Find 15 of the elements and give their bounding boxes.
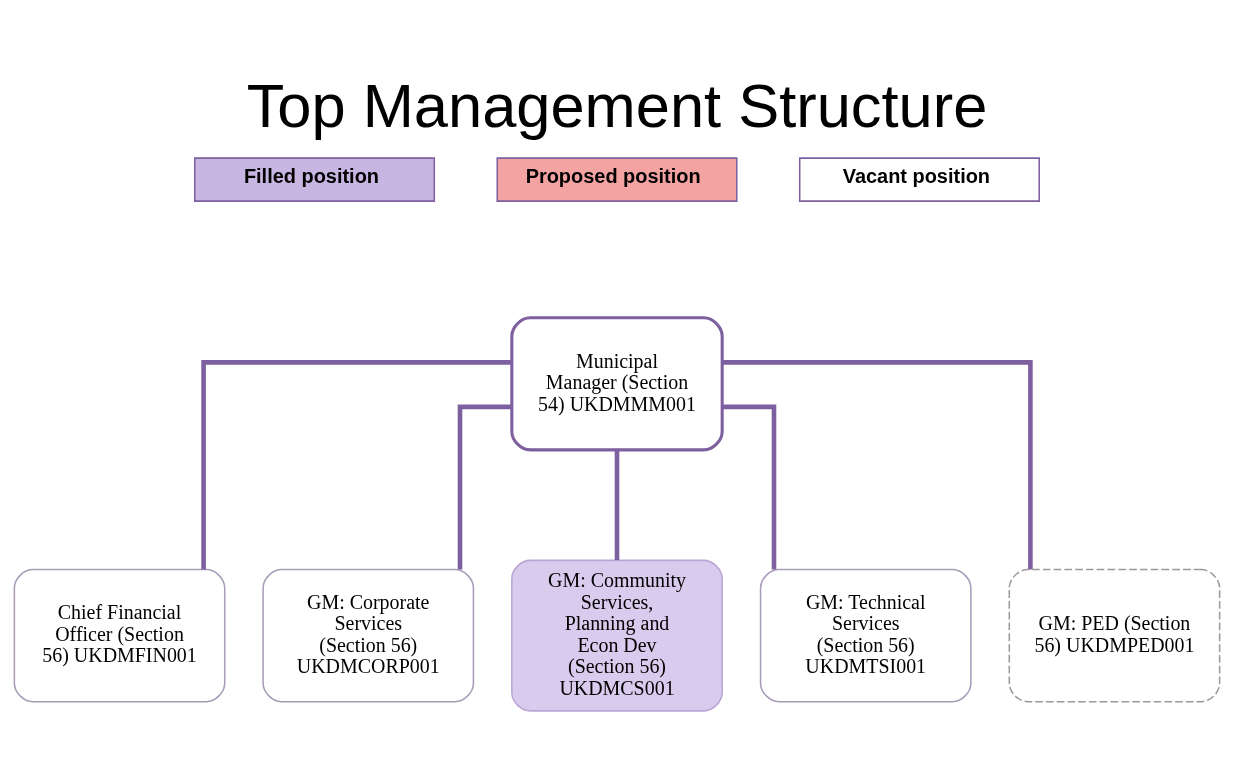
legend-label: Vacant position bbox=[842, 165, 991, 188]
legend-label: Filled position bbox=[243, 165, 380, 188]
connector bbox=[722, 404, 777, 570]
connector bbox=[457, 404, 512, 570]
connector bbox=[722, 360, 1033, 570]
connector bbox=[614, 450, 620, 561]
node-box: GM: Community Services, Planning and Econ Dev (Section 56) UKDMCS001 bbox=[511, 559, 723, 712]
diagram-title: Top Management Structure bbox=[246, 71, 988, 141]
node-box: Chief Financial Officer (Section 56) UKDMFIN001 bbox=[13, 568, 226, 703]
connector bbox=[201, 360, 512, 570]
node-box: GM: PED (Section 56) UKDMPED001 bbox=[1008, 568, 1221, 703]
legend-label: Proposed position bbox=[525, 165, 701, 188]
node-box: Municipal Manager (Section 54) UKDMMM001 bbox=[510, 316, 724, 452]
node-box: GM: Technical Services (Section 56) UKDMTSI001 bbox=[759, 568, 972, 703]
node-box: GM: Corporate Services (Section 56) UKDMCORP001 bbox=[262, 568, 475, 703]
